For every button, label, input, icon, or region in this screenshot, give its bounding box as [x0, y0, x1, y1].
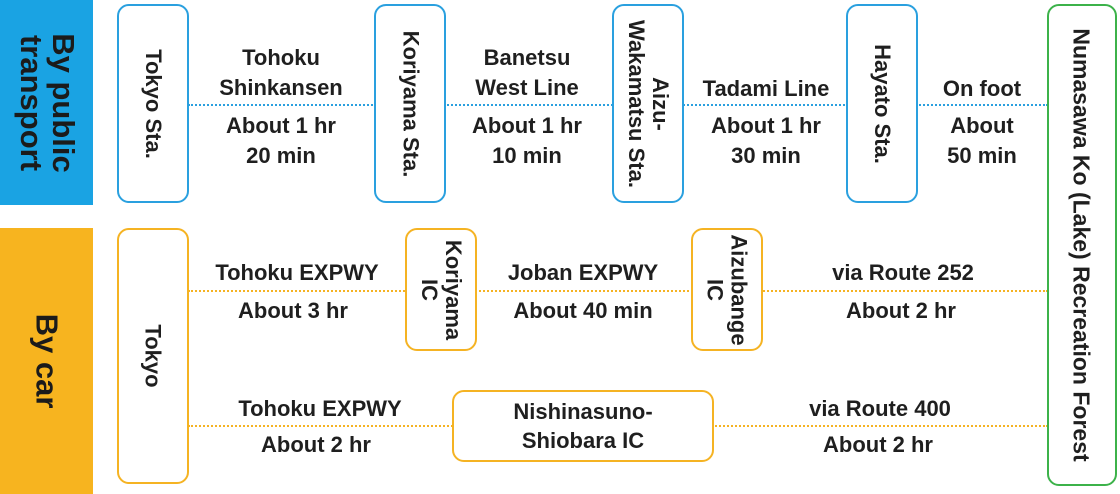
car-route-2-leg-2-time: About 2 hr — [823, 432, 933, 457]
public-leg-3-route: Tadami Line — [702, 76, 830, 101]
car-route-1-leg-1-route: Tohoku EXPWY — [215, 260, 379, 285]
public-leg-1-route: Tohoku Shinkansen — [219, 45, 343, 100]
public-transport-band-label: By public transport — [13, 32, 81, 173]
station-box-aizu-wakamatsu: Aizu- Wakamatsu Sta. — [612, 4, 684, 203]
station-label-tokyo: Tokyo Sta. — [141, 48, 166, 159]
car-band: By car — [0, 228, 93, 494]
car-route-1-leg-3-route: via Route 252 — [832, 260, 974, 285]
car-route-1-leg-1-time: About 3 hr — [238, 298, 348, 323]
public-leg-4-time: About 50 min — [947, 113, 1017, 168]
car-route-2-leg-1-route: Tohoku EXPWY — [238, 396, 402, 421]
car-route-1-line — [188, 290, 1048, 292]
public-leg-4-route: On foot — [942, 76, 1022, 101]
interchange-label-koriyama: Koriyama IC — [417, 239, 466, 340]
station-label-aizu-wakamatsu: Aizu- Wakamatsu Sta. — [624, 19, 674, 188]
car-route-1-leg-2-time: About 40 min — [513, 298, 653, 323]
destination-box: Numasawa Ko (Lake) Recreation Forest — [1047, 4, 1117, 486]
interchange-label-nishinasuno-shiobara: Nishinasuno- Shiobara IC — [513, 399, 653, 453]
interchange-box-koriyama: Koriyama IC — [405, 228, 477, 351]
car-route-1-leg-3-time: About 2 hr — [846, 298, 956, 323]
station-box-hayato: Hayato Sta. — [846, 4, 918, 203]
car-route-1-leg-2-route: Joban EXPWY — [507, 260, 659, 285]
public-leg-2-route: Banetsu West Line — [475, 45, 579, 100]
public-transport-band: By public transport — [0, 0, 93, 205]
origin-label-tokyo: Tokyo — [141, 324, 166, 388]
car-route-2-leg-1-time: About 2 hr — [261, 432, 371, 457]
public-leg-1-time: About 1 hr 20 min — [226, 113, 336, 168]
station-label-koriyama: Koriyama Sta. — [398, 30, 424, 177]
car-route-2-leg-2-route: via Route 400 — [809, 396, 951, 421]
interchange-box-nishinasuno-shiobara: Nishinasuno- Shiobara IC — [452, 390, 714, 462]
destination-label: Numasawa Ko (Lake) Recreation Forest — [1069, 28, 1096, 462]
public-leg-2-time: About 1 hr 10 min — [472, 113, 582, 168]
station-label-hayato: Hayato Sta. — [870, 43, 896, 164]
interchange-box-aizubange: Aizubange IC — [691, 228, 763, 351]
public-leg-3-time: About 1 hr 30 min — [711, 113, 821, 168]
station-box-tokyo: Tokyo Sta. — [117, 4, 189, 203]
origin-box-tokyo: Tokyo — [117, 228, 189, 484]
interchange-label-aizubange: Aizubange IC — [703, 233, 753, 346]
car-band-label: By car — [29, 313, 65, 409]
station-box-koriyama: Koriyama Sta. — [374, 4, 446, 203]
